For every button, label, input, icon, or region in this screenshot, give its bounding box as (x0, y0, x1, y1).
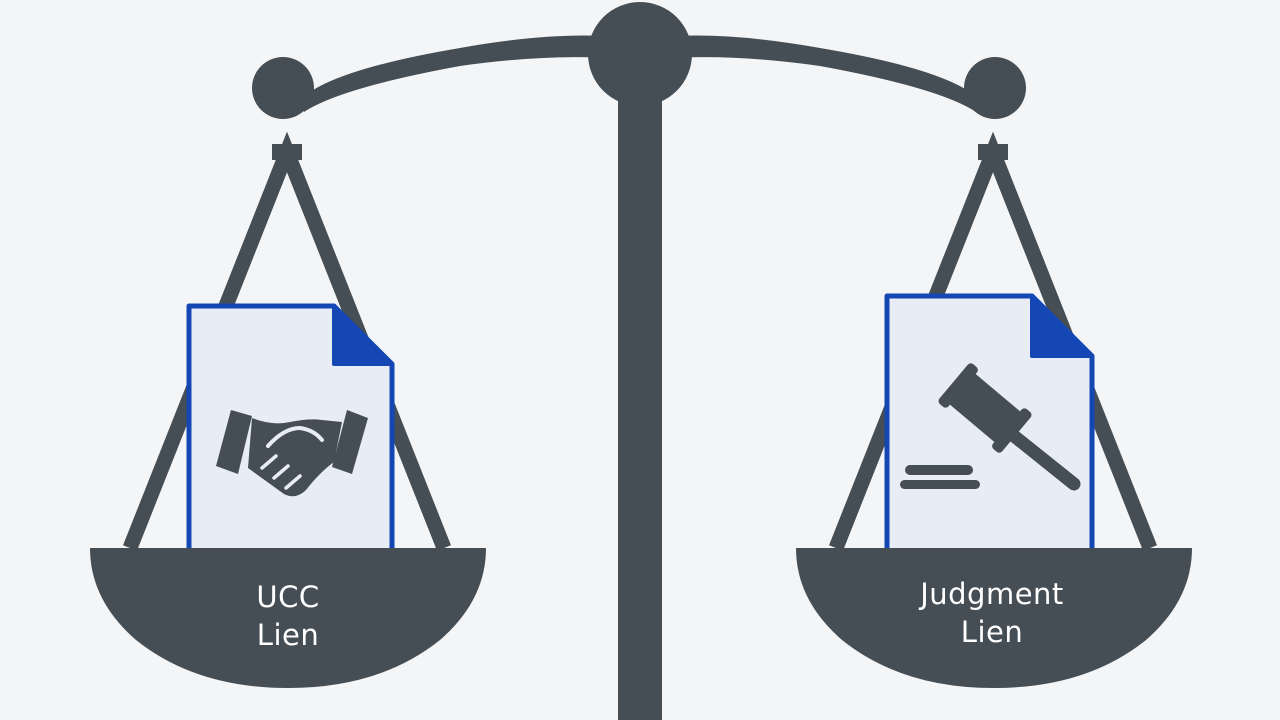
judgment-lien-label-line1: Judgment (920, 577, 1064, 611)
ucc-lien-label-line2: Lien (256, 618, 320, 652)
judgment-lien-label-line2: Lien (960, 615, 1024, 649)
right-pan (796, 548, 1192, 688)
scale-post (618, 60, 662, 720)
scale-pivot (588, 2, 692, 106)
beam-end-right (964, 57, 1026, 119)
left-pan (90, 548, 486, 688)
handshake-icon (216, 410, 368, 497)
gavel-icon (900, 363, 1081, 491)
judgment-lien-label: Judgment Lien (892, 575, 1092, 651)
ucc-lien-label: UCC Lien (188, 578, 388, 654)
ucc-lien-label-line1: UCC (256, 580, 320, 614)
beam-end-left (252, 57, 314, 119)
scale-beam (300, 35, 980, 112)
